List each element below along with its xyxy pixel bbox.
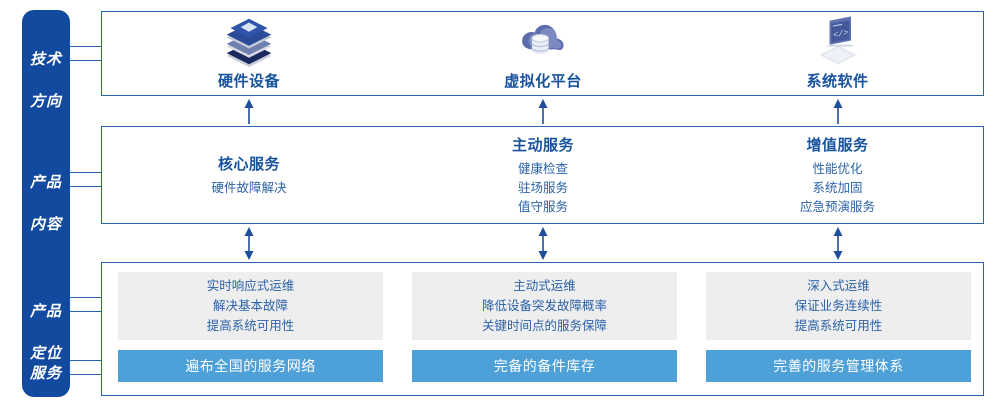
connector-line: [70, 311, 102, 312]
arrow-up-virtualization: [538, 99, 548, 124]
rail-item-product-positioning[interactable]: 产品 定位: [22, 280, 70, 385]
arrow-double-hardware: [244, 227, 254, 260]
product-column-title: 核心服务: [217, 155, 280, 173]
positioning-line: 提高系统可用性: [794, 319, 883, 333]
code-screen-icon: </>: [810, 16, 866, 68]
positioning-line: 解决基本故障: [212, 299, 288, 313]
tech-column-title: 硬件设备: [217, 73, 280, 90]
rail-item-technology-direction[interactable]: 技术 方向: [22, 28, 70, 133]
cloud-database-icon: [515, 16, 571, 68]
connector-line: [70, 374, 102, 375]
connector-line: [70, 172, 102, 173]
rail-label-line: 服务: [29, 365, 62, 382]
server-stack-icon: [221, 16, 277, 68]
tech-column-title: 虚拟化平台: [504, 73, 582, 90]
arrow-double-virtualization: [538, 227, 548, 260]
advantage-bar-label: 完善的服务管理体系: [773, 358, 904, 374]
positioning-card-realtime[interactable]: 实时响应式运维 解决基本故障 提高系统可用性: [118, 272, 383, 340]
advantage-bar-service-network[interactable]: 遍布全国的服务网络: [118, 350, 383, 382]
product-column-title: 增值服务: [806, 136, 869, 154]
product-column-item: 健康检查: [517, 161, 568, 176]
positioning-advantage-panel: 实时响应式运维 解决基本故障 提高系统可用性 主动式运维 降低设备突发故障概率 …: [101, 262, 984, 396]
product-column-proactive-service[interactable]: 主动服务 健康检查 驻场服务 值守服务: [396, 127, 690, 223]
rail-label-line: 技术: [29, 51, 62, 68]
svg-text:</>: </>: [833, 28, 848, 41]
product-column-item: 驻场服务: [517, 180, 568, 195]
positioning-line: 关键时间点的服务保障: [481, 319, 607, 333]
arrow-up-system-software: [833, 99, 843, 124]
product-column-core-service[interactable]: 核心服务 硬件故障解决: [102, 127, 396, 223]
connector-line: [70, 186, 102, 187]
arrow-double-system-software: [833, 227, 843, 260]
product-column-title: 主动服务: [511, 136, 574, 154]
product-column-item: 应急预演服务: [799, 199, 875, 214]
advantage-bar-spare-parts[interactable]: 完备的备件库存: [412, 350, 677, 382]
rail-label-line: 产品: [29, 174, 62, 191]
rail-label-line: 产品: [29, 303, 62, 320]
positioning-line: 主动式运维: [513, 279, 576, 293]
arrow-up-hardware: [244, 99, 254, 124]
product-column-item: 性能优化: [812, 161, 863, 176]
advantage-bar-label: 完备的备件库存: [493, 358, 596, 374]
rail-label-line: 方向: [29, 93, 62, 110]
connector-line: [70, 60, 102, 61]
tech-column-system-software[interactable]: </> 系统软件: [690, 12, 985, 95]
positioning-line: 实时响应式运维: [206, 279, 295, 293]
rail-item-service-advantage[interactable]: 服务 优势: [22, 342, 70, 407]
technology-direction-panel: 硬件设备 虚拟化平台: [101, 11, 984, 96]
tech-column-title: 系统软件: [806, 73, 869, 90]
category-rail: [22, 10, 70, 397]
connector-line: [70, 360, 102, 361]
positioning-card-proactive[interactable]: 主动式运维 降低设备突发故障概率 关键时间点的服务保障: [412, 272, 677, 340]
advantage-bar-label: 遍布全国的服务网络: [185, 358, 316, 374]
connector-line: [70, 46, 102, 47]
advantage-bar-management-system[interactable]: 完善的服务管理体系: [706, 350, 971, 382]
product-content-panel: 核心服务 硬件故障解决 主动服务 健康检查 驻场服务 值守服务 增值服务 性能优…: [101, 126, 984, 224]
product-column-item: 硬件故障解决: [211, 180, 287, 195]
product-column-item: 系统加固: [812, 180, 863, 195]
tech-column-virtualization[interactable]: 虚拟化平台: [396, 12, 690, 95]
product-column-item: 值守服务: [517, 199, 568, 214]
rail-item-product-content[interactable]: 产品 内容: [22, 151, 70, 256]
positioning-line: 降低设备突发故障概率: [481, 299, 607, 313]
positioning-card-indepth[interactable]: 深入式运维 保证业务连续性 提高系统可用性: [706, 272, 971, 340]
tech-column-hardware[interactable]: 硬件设备: [102, 12, 396, 95]
rail-label-line: 内容: [29, 216, 62, 233]
positioning-line: 深入式运维: [807, 279, 870, 293]
product-column-value-added-service[interactable]: 增值服务 性能优化 系统加固 应急预演服务: [690, 127, 985, 223]
positioning-line: 提高系统可用性: [206, 319, 295, 333]
connector-line: [70, 297, 102, 298]
rail-label-line: 定位: [29, 345, 62, 362]
positioning-line: 保证业务连续性: [794, 299, 883, 313]
